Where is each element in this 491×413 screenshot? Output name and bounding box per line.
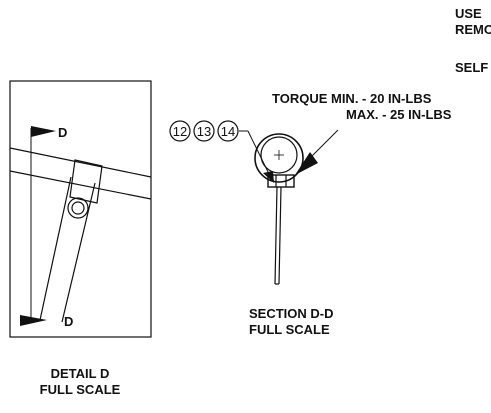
horizontal-bar-top-edge — [9, 147, 152, 178]
section-d-d-title: SECTION D-D — [249, 306, 334, 321]
detail-d-title: DETAIL D — [50, 366, 110, 381]
note-remo: REMO — [455, 22, 491, 37]
detail-d-view — [9, 80, 152, 338]
note-use: USE — [455, 6, 482, 21]
strap-left-edge — [39, 176, 72, 321]
horizontal-bar-bottom-edge — [9, 170, 152, 200]
section-arrow-bottom — [20, 315, 47, 326]
balloon-14-label: 14 — [221, 124, 235, 139]
clamp-bolt-inner — [71, 201, 85, 215]
balloon-13-label: 13 — [197, 124, 211, 139]
clamp-bolt-outer — [67, 197, 89, 219]
balloon-14 — [217, 120, 239, 142]
balloon-12 — [169, 120, 191, 142]
clamp-band — [254, 133, 304, 183]
torque-leader-arrowhead — [295, 152, 318, 175]
balloon-leader-arrowhead — [263, 171, 274, 183]
detail-d-frame — [9, 80, 152, 338]
hanger-rod-left — [274, 186, 278, 285]
section-arrow-top — [31, 126, 56, 137]
section-d-d-view — [239, 129, 339, 285]
balloon-group — [169, 120, 239, 142]
strap-right-edge — [61, 182, 96, 323]
section-marker-bottom: D — [64, 314, 74, 329]
hanger-rod-right — [278, 186, 282, 285]
detail-d-scale: FULL SCALE — [39, 382, 121, 397]
torque-note-line2: MAX. - 25 IN-LBS — [346, 107, 452, 122]
section-d-d-scale: FULL SCALE — [249, 322, 330, 337]
section-marker-top: D — [58, 125, 68, 140]
balloon-leader-line-2 — [247, 130, 270, 175]
pipe-section — [260, 136, 298, 174]
balloon-13 — [193, 120, 215, 142]
clamp-block — [69, 159, 103, 204]
torque-note-line1: TORQUE MIN. - 20 IN-LBS — [272, 91, 432, 106]
balloon-12-label: 12 — [173, 124, 187, 139]
note-self: SELF — [455, 60, 489, 75]
